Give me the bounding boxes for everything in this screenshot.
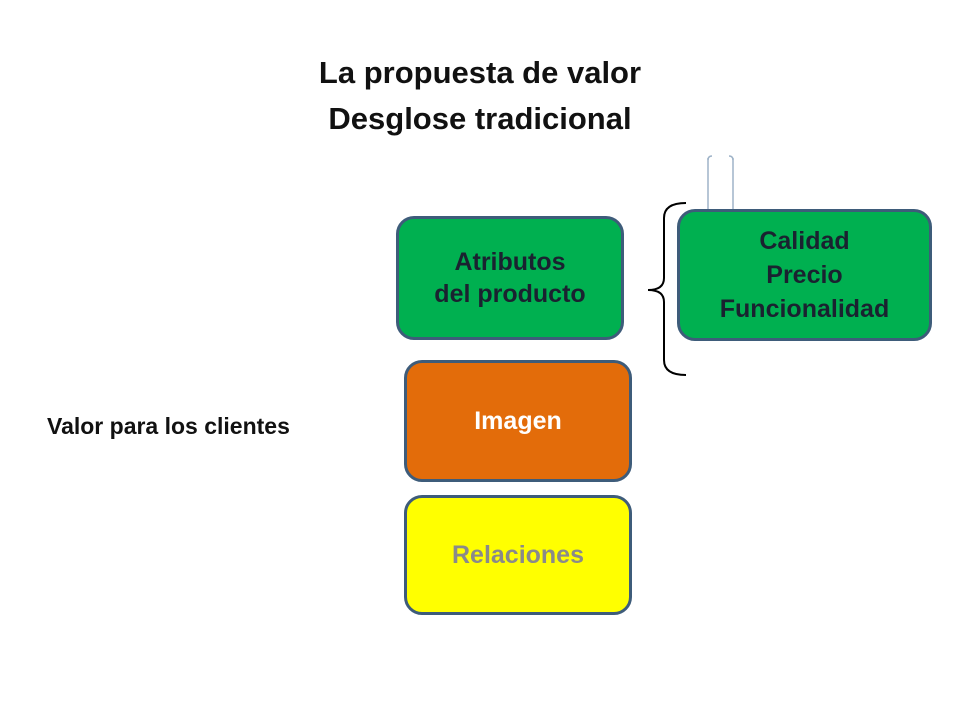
title-line-1: La propuesta de valor [318,55,642,90]
customer-value-label: Valor para los clientes [47,413,290,439]
attributes-detail-box: Calidad Precio Funcionalidad [677,209,932,341]
slide-title: La propuesta de valor Desglose tradicion… [0,50,960,142]
connector-cap-right [728,155,734,161]
title-line-2: Desglose tradicional [328,101,632,136]
image-box: Imagen [404,360,632,482]
relations-box: Relaciones [404,495,632,615]
connector-cap-left [707,155,713,161]
curly-bracket [647,202,687,376]
product-attributes-box: Atributos del producto [396,216,624,340]
